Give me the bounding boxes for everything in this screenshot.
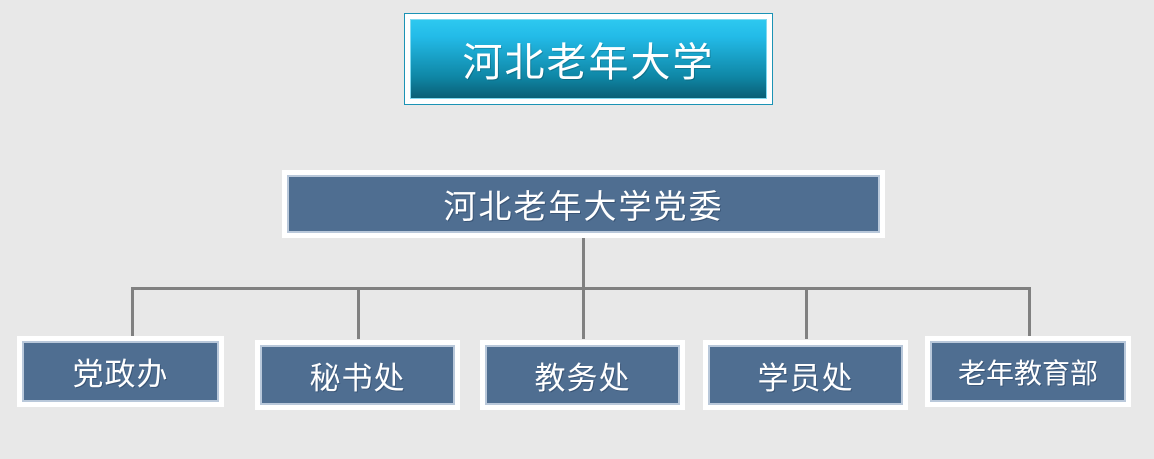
connector-committee-stem bbox=[582, 238, 585, 289]
org-node-department-3-label: 教务处 bbox=[534, 360, 631, 397]
connector-drop-2 bbox=[357, 287, 360, 339]
org-node-university-label: 河北老年大学 bbox=[462, 40, 715, 86]
org-node-department-5-label: 老年教育部 bbox=[957, 356, 1098, 390]
connector-drop-1 bbox=[131, 287, 134, 336]
org-node-party-committee[interactable]: 河北老年大学党委 bbox=[282, 170, 885, 238]
org-node-department-2-label: 秘书处 bbox=[309, 360, 406, 397]
org-node-department-1-label: 党政办 bbox=[72, 357, 169, 393]
org-node-party-committee-label: 河北老年大学党委 bbox=[443, 187, 724, 226]
org-node-department-4-label: 学员处 bbox=[757, 360, 854, 397]
org-node-department-3[interactable]: 教务处 bbox=[480, 340, 685, 410]
connector-drop-5 bbox=[1028, 287, 1031, 336]
org-node-department-2[interactable]: 秘书处 bbox=[255, 340, 460, 410]
connector-drop-4 bbox=[805, 287, 808, 339]
connector-horizontal-bus bbox=[131, 287, 1031, 290]
org-node-department-1[interactable]: 党政办 bbox=[17, 336, 224, 407]
org-node-university[interactable]: 河北老年大学 bbox=[404, 13, 773, 105]
org-node-department-5[interactable]: 老年教育部 bbox=[925, 336, 1131, 407]
connector-drop-3 bbox=[582, 287, 585, 339]
org-node-department-4[interactable]: 学员处 bbox=[703, 340, 908, 410]
